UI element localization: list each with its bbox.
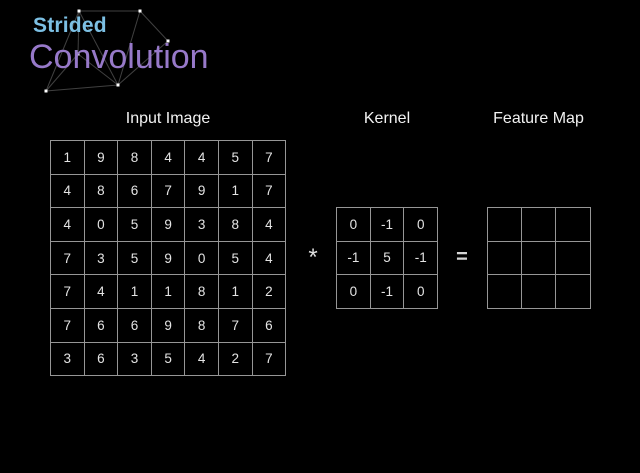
grid-cell: 7	[218, 308, 253, 343]
grid-cell	[488, 275, 523, 309]
grid-cell: 8	[118, 141, 152, 175]
grid-cell	[488, 208, 523, 242]
grid-cell: 7	[252, 342, 287, 377]
grid-cell: 8	[185, 308, 219, 343]
grid-cell: 9	[151, 241, 186, 276]
grid-cell: 4	[151, 141, 186, 175]
grid-cell: 1	[218, 275, 253, 309]
kernel-label: Kernel	[363, 110, 411, 127]
grid-cell: 5	[218, 241, 253, 276]
grid-cell: -1	[337, 241, 371, 276]
grid-cell: 8	[185, 275, 219, 309]
grid-cell: 0	[185, 241, 219, 276]
grid-cell: 4	[84, 275, 119, 309]
grid-cell: -1	[404, 241, 439, 276]
grid-cell: 0	[84, 208, 119, 242]
grid-cell: 7	[51, 275, 85, 309]
grid-cell	[488, 241, 523, 276]
grid-cell: 6	[252, 308, 287, 343]
grid-cell: 4	[185, 342, 219, 377]
feature-map-grid	[487, 207, 591, 309]
grid-cell: 7	[252, 141, 287, 175]
grid-cell: 8	[84, 174, 119, 209]
grid-cell	[522, 275, 557, 309]
title-strided: Strided	[33, 14, 107, 37]
grid-cell: 4	[51, 174, 85, 209]
grid-cell: 8	[218, 208, 253, 242]
grid-cell	[556, 241, 591, 276]
equals-operator: =	[456, 246, 468, 268]
grid-cell: 1	[118, 275, 152, 309]
grid-cell: 0	[337, 208, 371, 242]
grid-cell: 4	[252, 208, 287, 242]
grid-cell: 3	[185, 208, 219, 242]
grid-cell: 1	[51, 141, 85, 175]
grid-cell: 3	[84, 241, 119, 276]
grid-cell: 4	[51, 208, 85, 242]
grid-cell: 6	[84, 342, 119, 377]
grid-cell: 4	[185, 141, 219, 175]
input-image-label: Input Image	[125, 110, 211, 127]
grid-cell: 7	[252, 174, 287, 209]
convolution-operator: *	[308, 244, 318, 271]
grid-cell: 3	[51, 342, 85, 377]
grid-cell: 1	[151, 275, 186, 309]
grid-cell: 5	[370, 241, 405, 276]
title-convolution: Convolution	[29, 38, 209, 76]
grid-cell: 9	[185, 174, 219, 209]
grid-cell: 1	[218, 174, 253, 209]
grid-cell: 6	[118, 308, 152, 343]
grid-cell: -1	[370, 275, 405, 309]
feature-map-label: Feature Map	[493, 110, 584, 127]
grid-cell: 5	[151, 342, 186, 377]
grid-cell	[556, 208, 591, 242]
grid-cell: 7	[51, 308, 85, 343]
grid-cell: 0	[337, 275, 371, 309]
grid-cell	[522, 241, 557, 276]
grid-cell: 5	[218, 141, 253, 175]
grid-cell: 4	[252, 241, 287, 276]
network-graph-decoration	[44, 9, 170, 93]
grid-cell: 6	[84, 308, 119, 343]
grid-cell: 9	[84, 141, 119, 175]
grid-cell	[522, 208, 557, 242]
grid-cell: 9	[151, 208, 186, 242]
grid-cell: 0	[404, 208, 439, 242]
grid-cell: 2	[252, 275, 287, 309]
grid-cell: 7	[151, 174, 186, 209]
grid-cell: 2	[218, 342, 253, 377]
grid-cell: -1	[370, 208, 405, 242]
grid-cell	[556, 275, 591, 309]
grid-cell: 9	[151, 308, 186, 343]
grid-cell: 3	[118, 342, 152, 377]
grid-cell: 7	[51, 241, 85, 276]
grid-cell: 6	[118, 174, 152, 209]
grid-cell: 5	[118, 208, 152, 242]
grid-cell: 5	[118, 241, 152, 276]
grid-cell: 0	[404, 275, 439, 309]
